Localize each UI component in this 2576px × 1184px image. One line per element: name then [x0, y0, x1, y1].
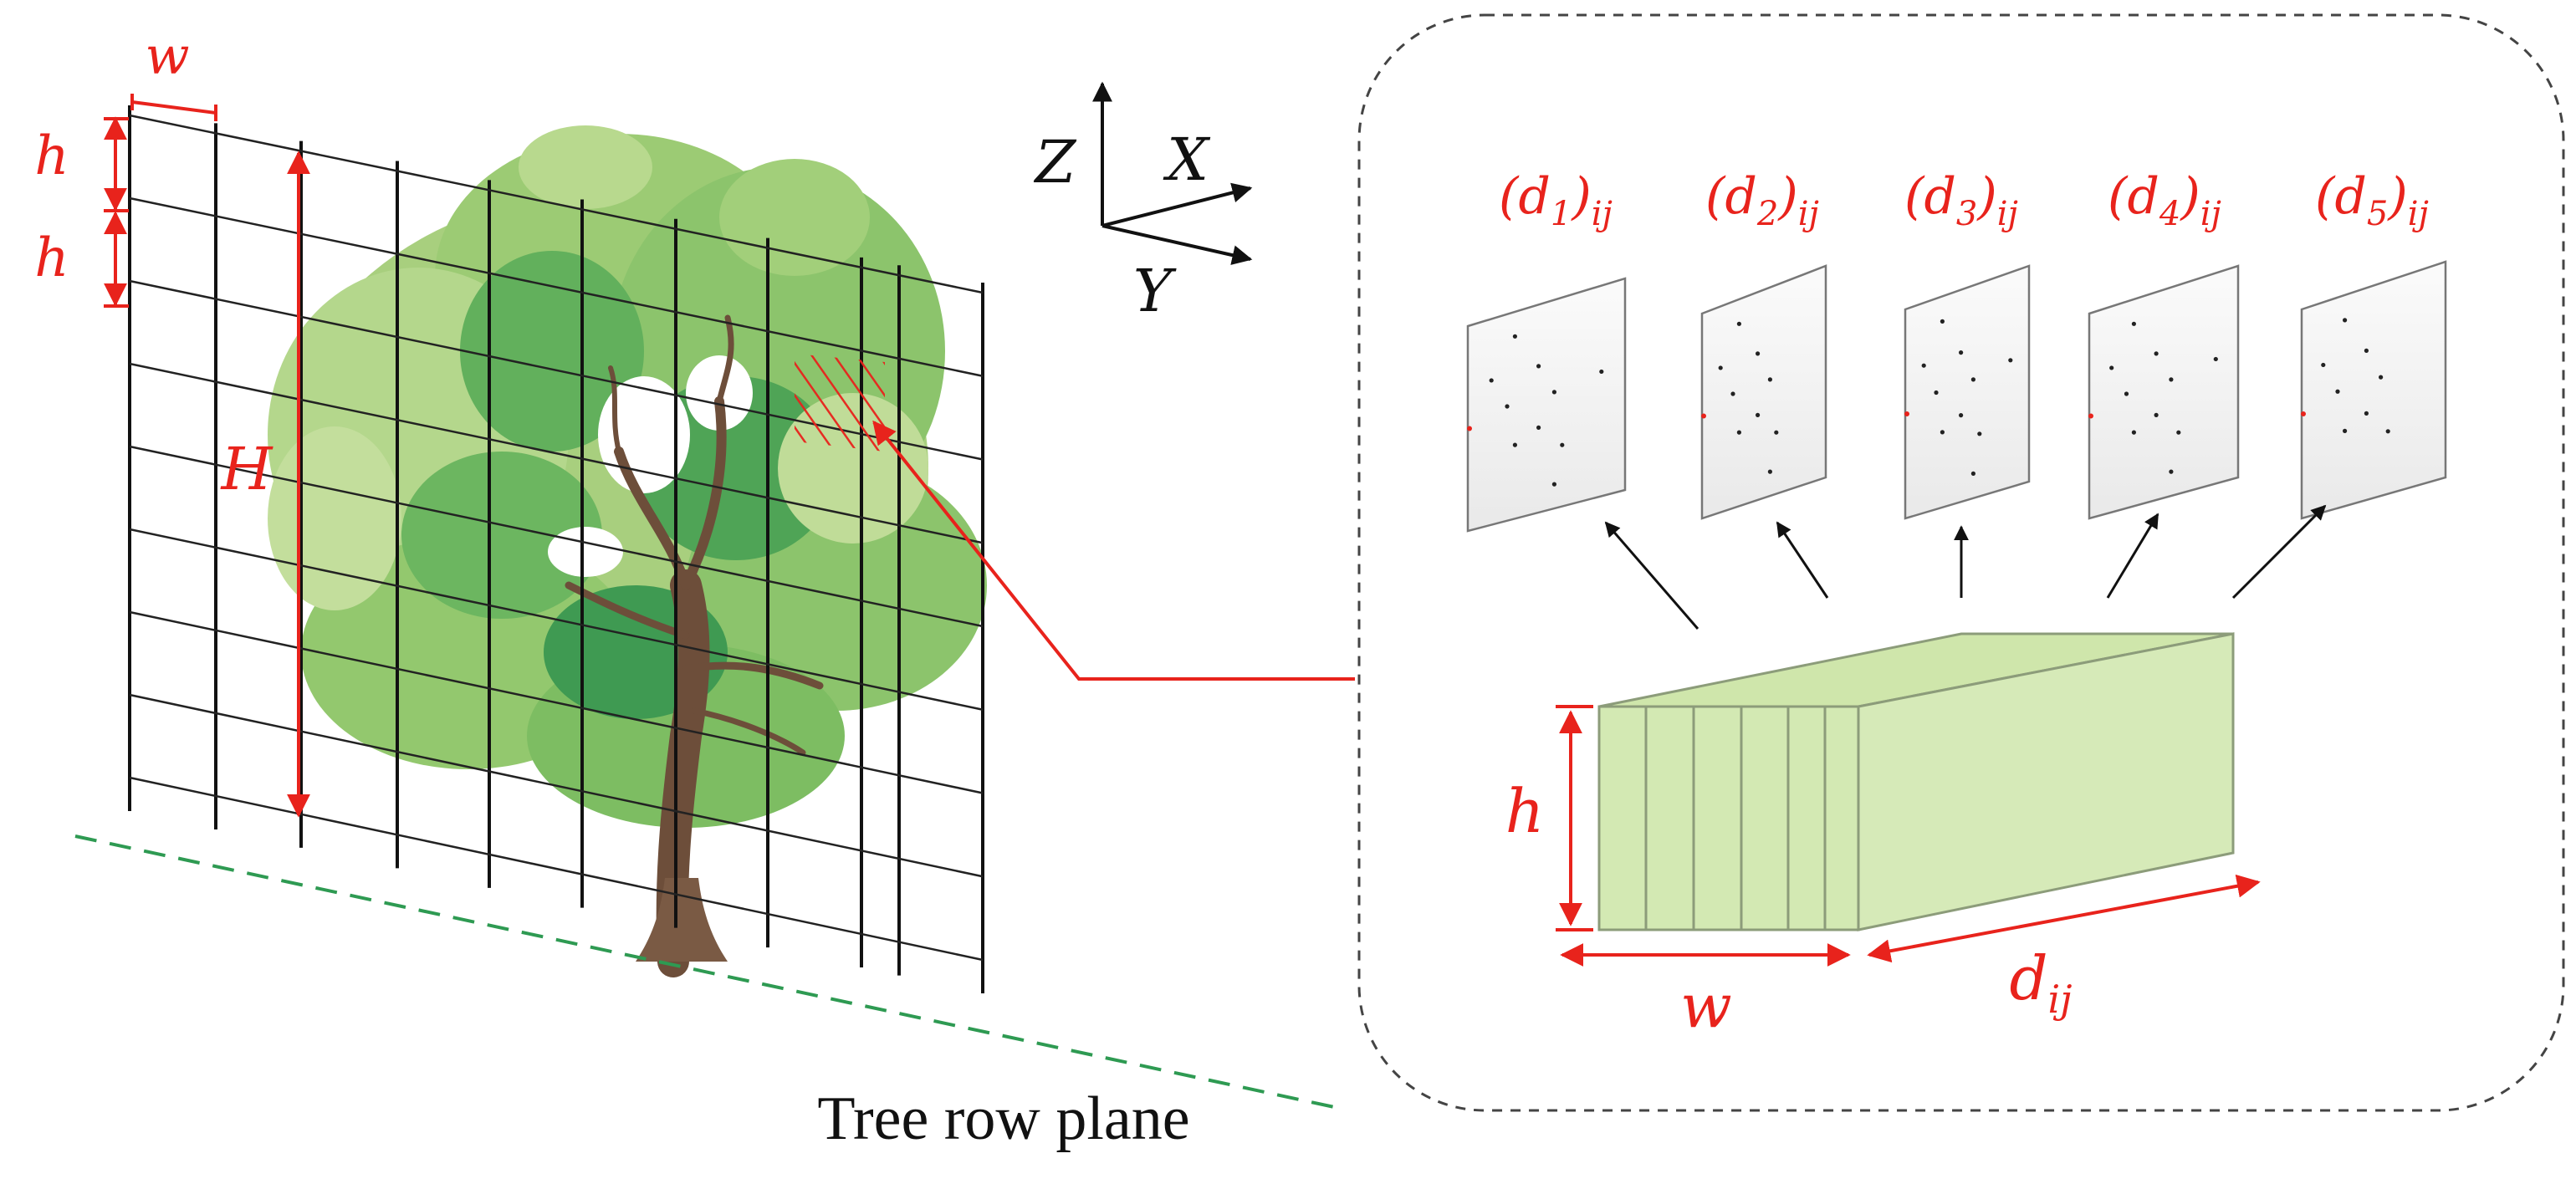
projection-plane-3 — [1904, 264, 2031, 520]
voxel-depth-index: ij — [2048, 977, 2073, 1022]
plane-point — [2154, 351, 2159, 356]
plane-red-marker — [1467, 426, 1472, 431]
plane-point — [2343, 428, 2348, 434]
plane-point — [1940, 430, 1945, 435]
plane-point — [1940, 319, 1945, 324]
grid-horizontal-line — [129, 610, 984, 794]
grid-horizontal-line — [129, 693, 984, 878]
plane-point — [1730, 391, 1735, 396]
plane-point — [2109, 365, 2114, 370]
projection-label-1: (d1)ij — [1499, 167, 1613, 233]
projection-plane-2 — [1700, 264, 1827, 520]
plane-point — [2379, 375, 2384, 380]
projection-label-3: (d3)ij — [1904, 167, 2018, 233]
plane-point — [1774, 430, 1779, 435]
plane-point — [2343, 318, 2348, 323]
plane-point — [1736, 321, 1741, 326]
tree-trunk-base — [636, 878, 728, 962]
plane-point — [2154, 412, 2159, 417]
plane-point — [1756, 412, 1761, 417]
voxel-detail-panel — [1357, 13, 2565, 1112]
plane-point — [1959, 413, 1964, 418]
plane-point — [1551, 482, 1556, 487]
plane-point — [1767, 469, 1772, 474]
tree-row-plane-caption: Tree row plane — [817, 1084, 1189, 1153]
plane-red-marker — [1701, 413, 1706, 419]
grid-horizontal-line — [129, 196, 984, 377]
plane-point — [2385, 429, 2390, 434]
plane-point — [1970, 471, 1975, 477]
plane-point — [1756, 351, 1761, 356]
plane-point — [2124, 391, 2129, 396]
selected-grid-cell — [795, 354, 885, 452]
plane-point — [1970, 377, 1975, 382]
voxel-dimension-annotations — [1556, 705, 2261, 967]
projection-labels: (d1)ij (d2)ij (d3)ij (d4)ij (d5)ij — [1499, 167, 2429, 233]
plane-point — [1512, 334, 1517, 339]
canopy-height-label: H — [219, 435, 273, 503]
plane-point — [1536, 425, 1541, 430]
plane-point — [1560, 442, 1565, 447]
plane-point — [1551, 390, 1556, 395]
plane-point — [2364, 348, 2369, 353]
projection-planes — [1466, 260, 2447, 533]
plane-point — [2131, 321, 2136, 326]
plane-red-marker — [2088, 413, 2093, 419]
voxel-depth-symbol: d — [2009, 943, 2047, 1013]
axis-y-label: Y — [1133, 257, 1177, 325]
voxel-height-label: h — [1505, 776, 1544, 846]
plane-point — [1599, 369, 1604, 375]
grid-horizontal-line — [129, 445, 984, 628]
plane-point — [1512, 442, 1517, 447]
plane-point — [1736, 430, 1741, 435]
plane-point — [1536, 364, 1541, 369]
grid-horizontal-line — [129, 528, 984, 711]
plane-point — [2364, 411, 2369, 416]
grid-cell-width-label: w — [145, 25, 189, 86]
plane-point — [2321, 362, 2326, 368]
plane-point — [1718, 365, 1723, 370]
voxel-width-label: w — [1680, 971, 1732, 1041]
axis-x-label: X — [1163, 125, 1211, 194]
plane-point — [1921, 363, 1926, 368]
plane-red-marker — [1904, 411, 1909, 416]
tree-row-plane-line — [74, 834, 1339, 1110]
plane-point — [1934, 390, 1939, 396]
xyz-axes-icon — [1092, 81, 1253, 265]
plane-point — [2176, 430, 2181, 435]
projection-arrows — [1604, 504, 2327, 630]
plane-point — [2169, 377, 2174, 382]
plane-point — [2169, 469, 2174, 474]
plane-point — [1977, 431, 1982, 436]
grid-horizontal-line — [129, 362, 984, 544]
voxel-depth-label: dij — [2009, 943, 2072, 1022]
projection-plane-1 — [1466, 277, 1627, 533]
plane-point — [2131, 430, 2136, 435]
voxel-cuboid-icon — [1597, 632, 2235, 931]
projection-plane-5 — [2300, 260, 2447, 520]
plane-red-marker — [2301, 411, 2306, 416]
projection-label-2: (d2)ij — [1705, 167, 1819, 233]
tree-illustration — [268, 125, 987, 977]
plane-point — [1959, 350, 1964, 355]
projection-label-4: (d4)ij — [2108, 167, 2221, 233]
plane-point — [1505, 404, 1510, 409]
plane-point — [2335, 389, 2340, 394]
grid-cell-height-label-second: h — [34, 227, 69, 289]
plane-point — [1767, 377, 1772, 382]
grid-cell-height-label-top: h — [34, 125, 69, 187]
axis-z-label: Z — [1034, 128, 1077, 196]
grid-horizontal-line — [129, 114, 984, 294]
projection-label-5: (d5)ij — [2315, 167, 2429, 233]
cell-to-voxel-connector — [872, 420, 1355, 681]
plane-point — [1489, 378, 1494, 383]
projection-plane-4 — [2088, 264, 2240, 520]
grid-horizontal-line — [129, 776, 984, 962]
plane-point — [2008, 358, 2013, 363]
grid-dimension-annotations — [104, 94, 310, 818]
plane-point — [2213, 356, 2218, 362]
